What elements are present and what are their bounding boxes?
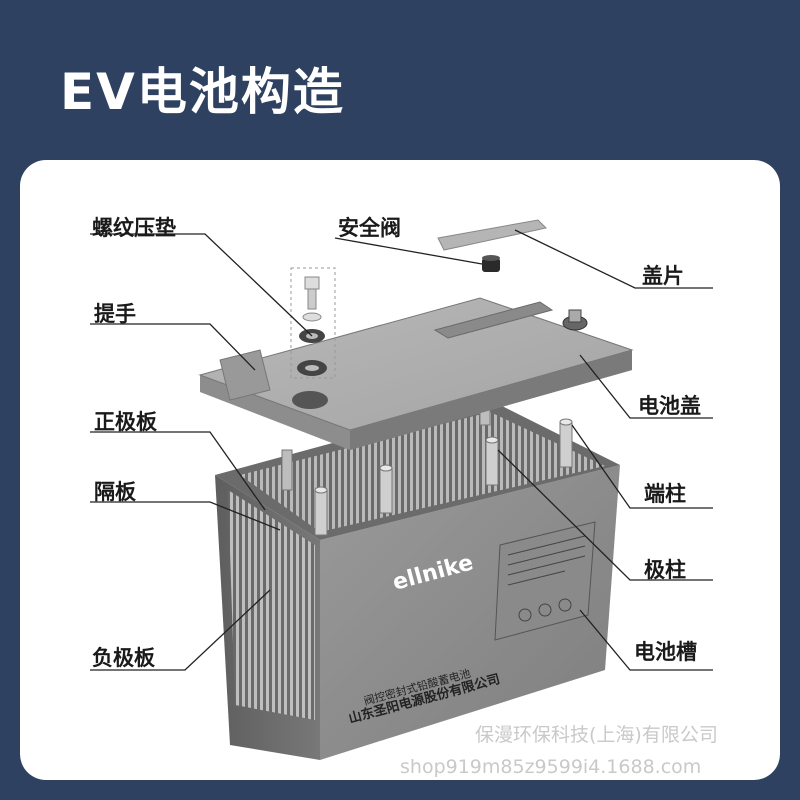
label-handle: 提手 (94, 302, 136, 326)
watermark-company: 保漫环保科技(上海)有限公司 (475, 724, 718, 746)
label-pole: 极柱 (644, 558, 686, 582)
label-battery-tank: 电池槽 (634, 640, 697, 664)
label-safety-valve: 安全阀 (338, 216, 401, 240)
label-separator: 隔板 (94, 480, 136, 504)
leader-lines (90, 229, 713, 671)
label-cover-piece: 盖片 (642, 264, 684, 288)
page-title: EV电池构造 (60, 63, 345, 121)
battery-illustration: ellnike 阀控密封式铅酸蓄电池 山东圣阳电源股份有限公司 (90, 219, 713, 760)
cover-piece-shape (437, 219, 548, 251)
label-positive-plate: 正极板 (94, 410, 157, 434)
safety-valve-shape (482, 255, 500, 272)
diagram-card: ellnike 阀控密封式铅酸蓄电池 山东圣阳电源股份有限公司 螺纹压垫 安全阀… (20, 160, 780, 780)
label-screw-washer: 螺纹压垫 (92, 216, 176, 240)
label-terminal: 端柱 (644, 482, 686, 506)
battery-cover-shape (198, 297, 634, 450)
label-battery-cover: 电池盖 (638, 394, 701, 418)
watermark-shop: shop919m85z9599i4.1688.com (400, 756, 702, 778)
label-negative-plate: 负极板 (92, 646, 155, 670)
